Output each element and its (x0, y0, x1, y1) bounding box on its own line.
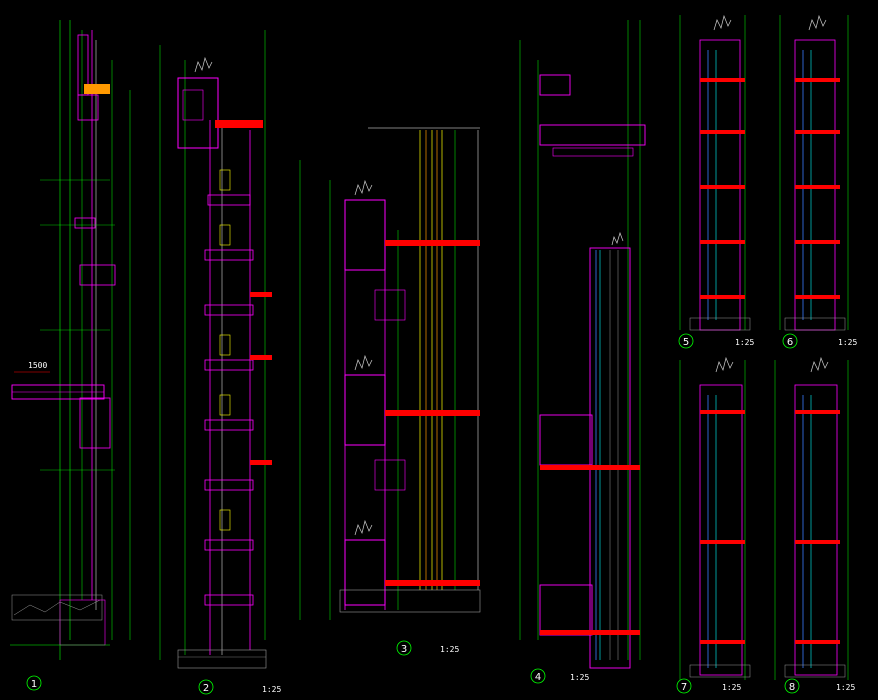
section-number-3: 3 (401, 644, 407, 655)
section-marker-3 (396, 640, 412, 656)
section-number-8: 8 (789, 682, 795, 693)
section-number-5: 5 (683, 337, 689, 348)
section-number-1: 1 (31, 679, 37, 690)
section-marker-6 (782, 333, 798, 349)
section-1: 1500 1 (10, 20, 131, 691)
section-marker-4 (530, 668, 546, 684)
section-number-2: 2 (203, 683, 209, 694)
section-6: 6 1:25 (779, 14, 857, 349)
dimension-1500: 1500 (28, 361, 47, 370)
section-number-4: 4 (535, 672, 541, 683)
scale-label-5: 1:25 (735, 338, 754, 347)
scale-label-7: 1:25 (722, 683, 741, 692)
section-3: 3 1:25 (299, 127, 481, 656)
section-7: 7 1:25 (676, 356, 751, 694)
scale-label-8: 1:25 (836, 683, 855, 692)
section-8: 8 1:25 (774, 356, 855, 694)
section-marker-8 (784, 678, 800, 694)
section-number-6: 6 (787, 337, 793, 348)
section-5: 5 1:25 (678, 14, 754, 349)
section-marker-5 (678, 333, 694, 349)
scale-label-2: 1:25 (262, 685, 281, 694)
section-marker-1 (26, 675, 42, 691)
scale-label-3: 1:25 (440, 645, 459, 654)
scale-label-4: 1:25 (570, 673, 589, 682)
section-marker-2 (198, 679, 214, 695)
section-marker-7 (676, 678, 692, 694)
section-4: 4 1:25 (519, 20, 646, 684)
scale-label-6: 1:25 (838, 338, 857, 347)
section-number-7: 7 (681, 682, 687, 693)
section-2: 2 1:25 (159, 30, 281, 695)
